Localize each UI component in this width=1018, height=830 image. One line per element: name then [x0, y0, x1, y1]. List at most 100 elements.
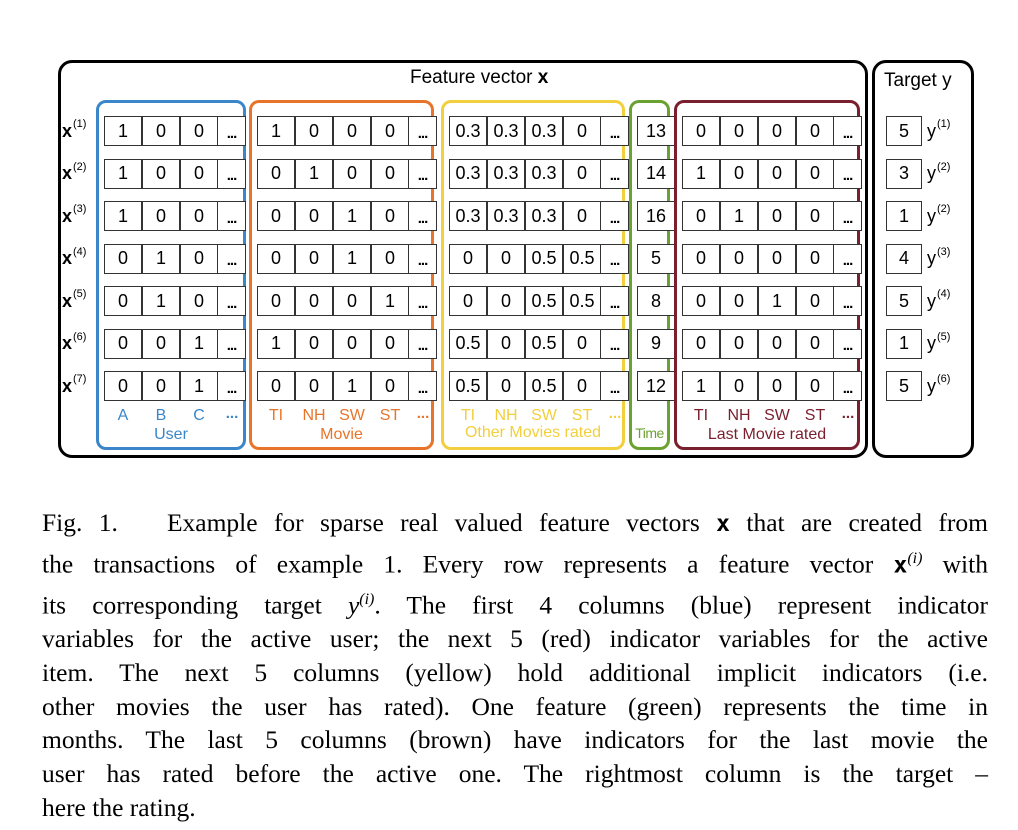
cell-value: ... [417, 294, 428, 312]
target-label: y(6) [927, 371, 950, 401]
cell-value: 1 [193, 333, 204, 353]
row-label-base: x [62, 290, 73, 311]
matrix-cell: 0 [720, 328, 758, 359]
cell-value: 0 [270, 375, 281, 396]
matrix-cell: 5 [637, 243, 675, 274]
row-label: x(1) [62, 116, 102, 146]
cell-value: ... [417, 167, 428, 184]
ellipsis-cell: ... [218, 328, 246, 359]
cell-value: 0 [695, 333, 706, 353]
cell-value: ... [226, 209, 237, 227]
cell-value: 0 [308, 205, 319, 226]
cell-value: 0 [308, 248, 319, 268]
cell-value: 0 [695, 205, 706, 226]
cell-value: ... [842, 124, 853, 142]
column-label: A [117, 407, 129, 424]
cell-value: 1 [117, 205, 128, 226]
matrix-cell: 0 [563, 158, 601, 189]
target-value: 1 [898, 333, 909, 353]
target-label-index: (2) [937, 203, 951, 215]
cell-value: ... [226, 252, 237, 269]
cell-value: 0.3 [531, 120, 557, 141]
matrix-cell: 0 [682, 328, 720, 359]
cell-value: ... [842, 252, 853, 269]
cell-value: ... [226, 167, 237, 184]
cell-value: ... [417, 124, 428, 142]
matrix-cell: 0 [142, 371, 180, 401]
cell-value: 0 [500, 248, 511, 268]
target-value: 5 [898, 120, 909, 141]
cell-value: 0 [695, 248, 706, 268]
matrix-cell: 0 [758, 371, 796, 401]
cell-value: 0 [733, 290, 744, 311]
matrix-cell: 0 [295, 328, 333, 359]
matrix-cell: 1 [295, 158, 333, 189]
ellipsis-cell: ... [601, 243, 629, 274]
cell-value: 0 [308, 120, 319, 141]
ellipsis-cell: ... [834, 328, 862, 359]
matrix-cell: 0 [449, 286, 487, 316]
feature-vector-frame [58, 60, 868, 458]
caption-line: months. The last 5 columns (brown) have … [42, 725, 988, 755]
matrix-cell: 0 [563, 328, 601, 359]
column-label: ... [608, 405, 622, 422]
cell-value: 1 [771, 290, 782, 311]
matrix-cell: 0 [257, 158, 295, 189]
cell-value: 0 [117, 290, 128, 311]
matrix-cell: 1 [180, 328, 218, 359]
ellipsis-cell: ... [834, 243, 862, 274]
matrix-cell: 0 [796, 158, 834, 189]
matrix-cell: 0 [796, 201, 834, 231]
cell-value: 0 [155, 205, 166, 226]
column-label: ... [225, 405, 239, 422]
cell-value: 0.5 [531, 290, 557, 311]
cell-value: ... [842, 167, 853, 184]
matrix-cell: 0 [104, 328, 142, 359]
group-frame-time [629, 100, 670, 450]
cell-value: ... [417, 209, 428, 227]
matrix-cell: 0 [758, 243, 796, 274]
cell-value: 0 [270, 248, 281, 268]
target-label-index: (4) [937, 288, 951, 300]
column-label: NH [727, 407, 751, 424]
cell-value: ... [842, 337, 853, 354]
cell-value: 0 [155, 375, 166, 396]
cell-value: 0 [384, 375, 395, 396]
row-label-base: x [62, 248, 73, 268]
matrix-cell: 1 [104, 116, 142, 146]
cell-value: 0 [308, 290, 319, 311]
cell-value: 0 [809, 248, 820, 268]
target-title: Target y [884, 70, 952, 91]
column-label: ... [416, 405, 430, 422]
ellipsis-cell: ... [834, 201, 862, 231]
target-value: 5 [898, 290, 909, 311]
cell-value: ... [609, 209, 620, 227]
matrix-cell: 0 [295, 243, 333, 274]
cell-value: ... [226, 379, 237, 397]
matrix-cell: 0 [796, 371, 834, 401]
ellipsis-cell: ... [834, 371, 862, 401]
matrix-cell: 1 [720, 201, 758, 231]
matrix-cell: 0 [142, 116, 180, 146]
cell-value: 1 [117, 163, 128, 183]
column-label: TI [268, 407, 284, 424]
ellipsis-cell: ... [601, 116, 629, 146]
matrix-cell: 0 [142, 328, 180, 359]
cell-value: 0 [117, 333, 128, 353]
matrix-cell: 0 [180, 201, 218, 231]
matrix-cell: 13 [637, 116, 675, 146]
ellipsis-cell: ... [601, 158, 629, 189]
matrix-cell: 0 [295, 371, 333, 401]
matrix-cell: 0 [371, 201, 409, 231]
caption-line: other movies the user has rated). One fe… [42, 691, 988, 721]
cell-value: 0.5 [455, 333, 481, 353]
target-label: y(3) [927, 244, 950, 274]
matrix-cell: 1 [257, 328, 295, 359]
target-cell: 1 [886, 201, 922, 231]
cell-value: 0.3 [455, 120, 481, 141]
matrix-cell: 8 [637, 286, 675, 316]
cell-value: ... [609, 167, 620, 184]
cell-value: 1 [193, 375, 204, 396]
row-label: x(7) [62, 371, 102, 401]
matrix-cell: 0 [257, 371, 295, 401]
